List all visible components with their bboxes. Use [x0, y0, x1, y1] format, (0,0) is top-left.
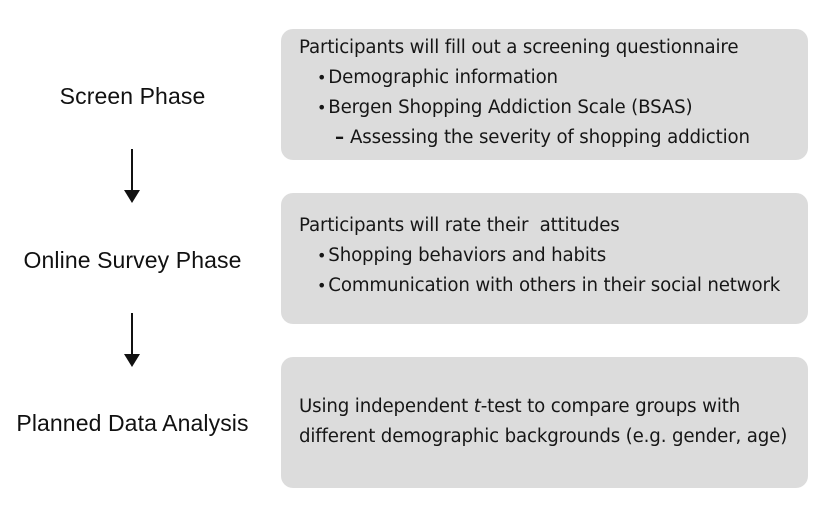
list-item: •Demographic information [317, 67, 558, 88]
phase-label-screen: Screen Phase [59, 83, 206, 109]
bullet-icon: • [317, 68, 327, 87]
bullet-icon: • [317, 98, 327, 117]
phase-label-online-survey: Online Survey Phase [23, 247, 242, 273]
list-item: •Communication with others in their soci… [317, 275, 781, 296]
list-item: •Bergen Shopping Addiction Scale (BSAS) [317, 97, 693, 118]
list-item: •Shopping behaviors and habits [317, 245, 607, 266]
online-survey-phase-box: Participants will rate their attitudes •… [281, 193, 808, 324]
arrow-down-icon [124, 313, 140, 367]
analysis-text-line: Using independent t-test to compare grou… [299, 396, 741, 417]
box-heading: Participants will rate their attitudes [299, 215, 620, 236]
screen-phase-box: Participants will fill out a screening q… [281, 29, 808, 160]
bullet-icon: • [317, 276, 327, 295]
arrow-down-icon [124, 149, 140, 203]
bullet-icon: • [317, 246, 327, 265]
box-heading: Participants will fill out a screening q… [299, 37, 739, 58]
planned-data-analysis-box: Using independent t-test to compare grou… [281, 357, 808, 488]
dash-icon: – [335, 127, 344, 148]
phase-label-data-analysis: Planned Data Analysis [16, 410, 249, 436]
sub-list-item: –Assessing the severity of shopping addi… [299, 123, 808, 153]
analysis-text-line: different demographic backgrounds (e.g. … [299, 426, 788, 447]
